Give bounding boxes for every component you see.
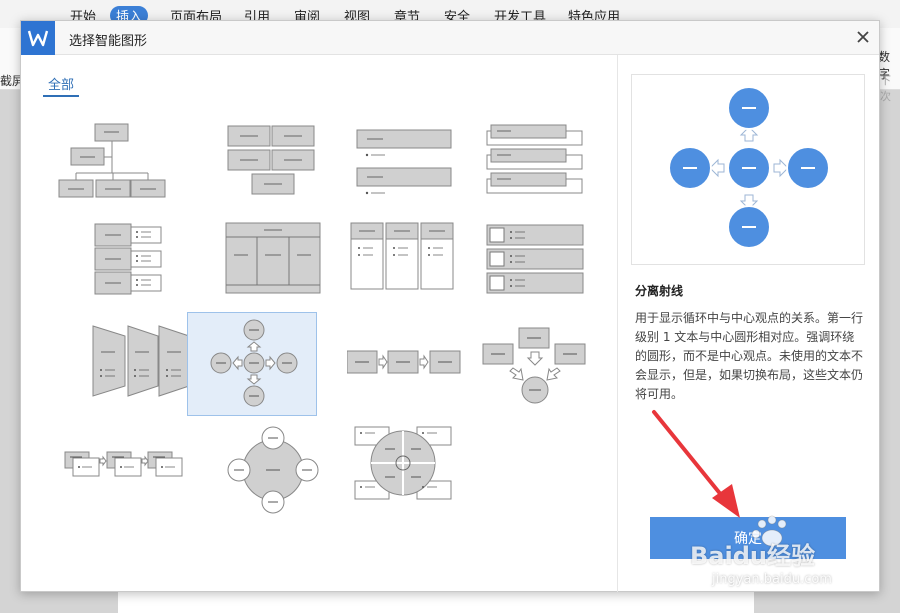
number-tool-label[interactable]: 数字	[878, 50, 891, 81]
layout-name: 分离射线	[635, 284, 684, 298]
document-page	[118, 590, 754, 613]
layout-description: 用于显示循环中与中心观点的关系。第一行级别 1 文本与中心圆形相对应。强调环绕的…	[635, 311, 864, 401]
layout-table-hierarchy[interactable]	[222, 215, 352, 317]
layout-trapezoid-list[interactable]	[57, 314, 187, 416]
annotation-arrow-icon	[652, 410, 740, 518]
watermark-url: jingyan.baidu.com	[712, 572, 832, 587]
screenshot-tool-label[interactable]: 截屏	[0, 74, 25, 88]
smartart-dialog: 选择智能图形 全部	[20, 20, 880, 592]
watermark-brand: Baidu经验	[690, 542, 815, 570]
layout-step-process[interactable]	[57, 419, 187, 521]
layout-block-list[interactable]	[222, 117, 352, 219]
layout-cycle-matrix[interactable]	[347, 419, 477, 529]
layout-gallery	[47, 109, 607, 589]
layout-stacked-list[interactable]	[477, 117, 607, 219]
layout-basic-process[interactable]	[347, 314, 477, 416]
layout-vertical-bullet-list[interactable]	[347, 117, 477, 219]
layout-preview	[631, 74, 865, 265]
close-icon[interactable]	[853, 27, 873, 47]
layout-radial-cycle[interactable]	[217, 414, 347, 524]
layout-converging-arrows[interactable]	[477, 314, 607, 416]
dialog-titlebar: 选择智能图形	[21, 21, 879, 55]
dialog-title: 选择智能图形	[69, 34, 148, 49]
ok-button[interactable]: 确定	[650, 517, 846, 559]
layout-picture-caption-list[interactable]	[477, 215, 607, 317]
wps-logo-icon	[21, 21, 55, 55]
layout-horizontal-bullet-list[interactable]	[347, 215, 477, 317]
layout-vertical-box-list[interactable]	[57, 215, 187, 317]
layout-diverging-radial[interactable]	[187, 312, 317, 416]
baidu-watermark-icon	[751, 515, 787, 547]
layout-organization-chart[interactable]	[57, 117, 187, 219]
next-tool-label: 下次	[880, 74, 891, 103]
category-tab-all[interactable]: 全部	[43, 74, 80, 97]
panel-divider	[617, 55, 618, 592]
